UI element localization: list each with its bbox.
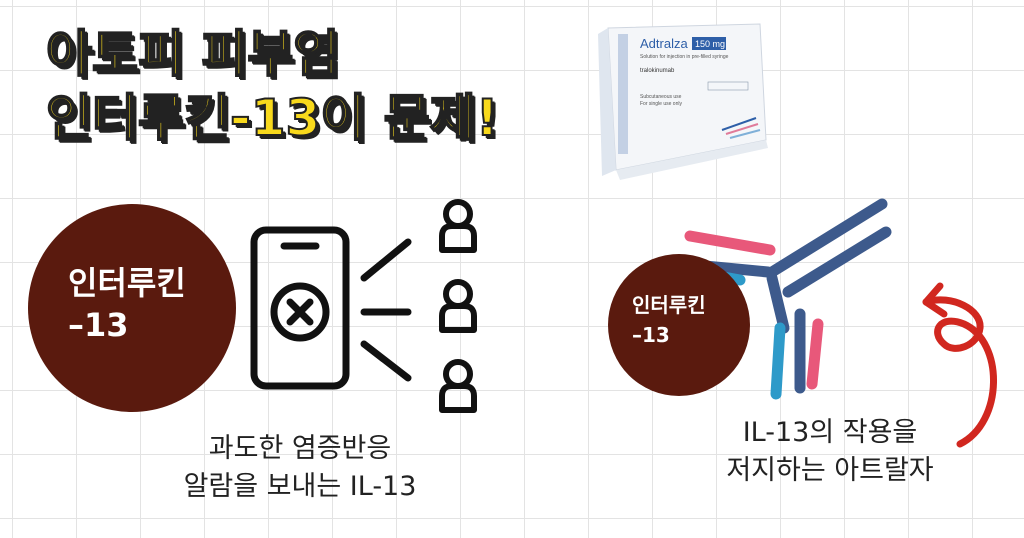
product-use: For single use only	[640, 101, 682, 107]
left-caption-line-2: 알람을 보내는 IL-13	[183, 471, 417, 502]
right-caption-line-2: 저지하는 아트랄자	[726, 455, 934, 486]
right-caption-line-1: IL-13의 작용을	[742, 417, 918, 448]
curved-arrow-icon	[922, 282, 997, 448]
signal-lines	[360, 238, 412, 382]
left-caption: 과도한 염증반응 알람을 보내는 IL-13	[130, 430, 470, 506]
person-icon	[439, 279, 477, 333]
headline-line-2: 인터루킨-13이 문제!	[45, 88, 500, 148]
circle-large-label-2: –13	[68, 306, 129, 344]
product-box-image: Adtralza 150 mg Solution for injection i…	[598, 23, 768, 180]
product-brand: Adtralza	[640, 36, 688, 51]
product-dose: 150 mg	[695, 39, 725, 49]
phone-alert-icon	[250, 226, 350, 390]
phone-alert-graphic	[250, 199, 477, 413]
circle-small-label-1: 인터루킨	[632, 293, 706, 317]
person-icon	[439, 359, 477, 413]
circle-large-label-1: 인터루킨	[68, 264, 186, 302]
product-generic-name: tralokinumab	[640, 68, 675, 74]
headline-line-1: 아토피 피부염	[45, 24, 340, 84]
left-caption-line-1: 과도한 염증반응	[208, 433, 392, 464]
product-form: Solution for injection in pre-filled syr…	[640, 54, 729, 60]
right-caption: IL-13의 작용을 저지하는 아트랄자	[660, 414, 1000, 490]
interleukin-13-circle-small: 인터루킨 –13	[608, 254, 750, 396]
person-icon	[439, 199, 477, 253]
circle-small-label-2: –13	[632, 323, 670, 347]
interleukin-13-circle-large: 인터루킨 –13	[28, 204, 236, 412]
product-route: Subcutaneous use	[640, 94, 682, 100]
